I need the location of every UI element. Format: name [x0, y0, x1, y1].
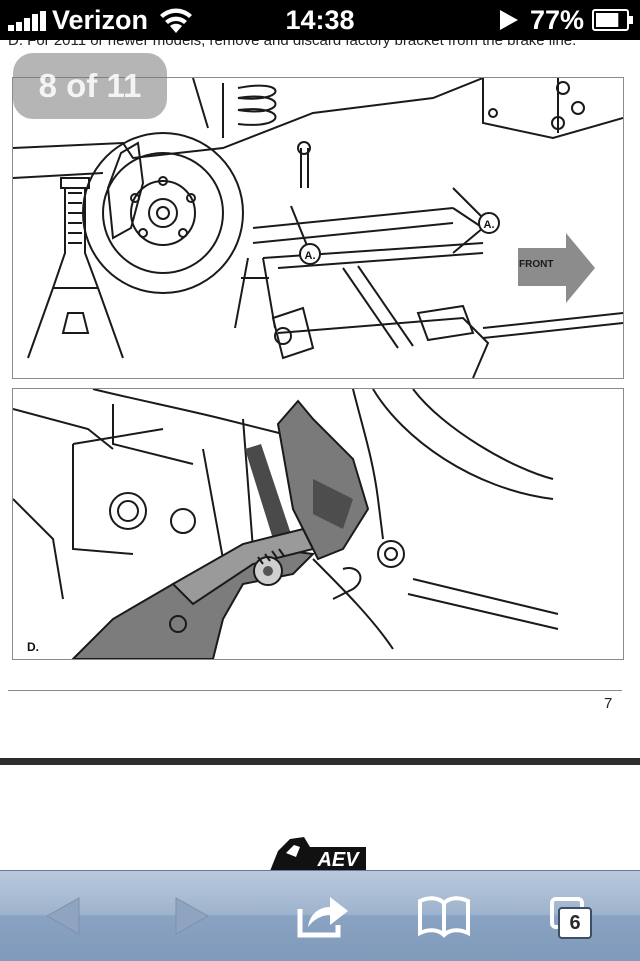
label-a-left: A.: [305, 250, 316, 262]
label-a-right: A.: [484, 219, 495, 231]
footer-rule: [8, 690, 622, 691]
bookmarks-icon[interactable]: [414, 891, 474, 941]
figure-suspension: A. A. FRONT: [12, 77, 624, 379]
page-number: 7: [604, 695, 613, 712]
status-bar: Verizon 14:38 77%: [0, 0, 640, 40]
carrier-name: Verizon: [52, 5, 149, 35]
document-page[interactable]: D. For 2011 or newer models, remove and …: [0, 40, 640, 870]
logo-text: AEV: [316, 849, 360, 870]
forward-icon[interactable]: [160, 891, 220, 941]
battery-icon: [592, 9, 633, 31]
front-arrow-icon: FRONT: [518, 233, 595, 303]
pliers-illustration: [71, 527, 316, 659]
clock: 14:38: [285, 5, 355, 35]
tabs-button[interactable]: 6: [540, 891, 600, 941]
battery-percent: 77%: [530, 5, 585, 35]
play-icon: [500, 10, 518, 30]
figure-label-d: D.: [27, 640, 39, 654]
callout-a-left: A.: [299, 243, 321, 265]
figure-pliers: D.: [12, 388, 624, 660]
callout-a-right: A.: [478, 212, 500, 234]
tab-count-badge: 6: [558, 907, 592, 939]
page-break: [0, 758, 640, 765]
page-counter: 8 of 11: [13, 53, 167, 119]
front-label: FRONT: [519, 259, 553, 270]
instruction-text: D. For 2011 or newer models, remove and …: [8, 40, 577, 49]
wifi-icon: [160, 8, 192, 33]
back-icon[interactable]: [35, 891, 95, 941]
share-icon[interactable]: [292, 891, 352, 941]
browser-toolbar: 6: [0, 870, 640, 961]
signal-icon: [8, 11, 46, 31]
aev-logo: AEV: [270, 837, 366, 870]
